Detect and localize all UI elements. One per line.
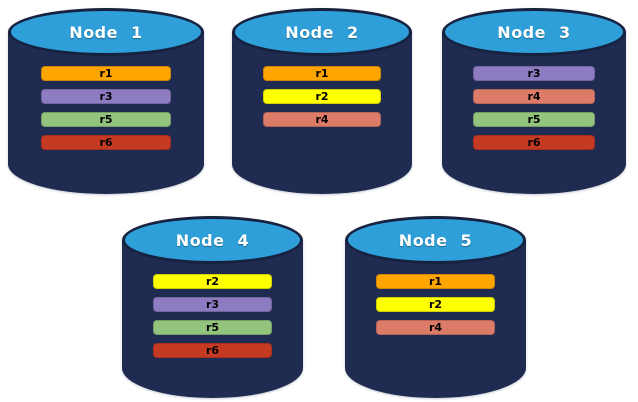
record-bar-r2: r2 bbox=[375, 297, 496, 312]
record-label: r5 bbox=[527, 113, 541, 126]
record-list: r1 r2 r4 bbox=[232, 66, 412, 127]
record-list: r1 r3 r5 r6 bbox=[8, 66, 204, 150]
node-cylinder-1: Node 1 r1 r3 r5 r6 bbox=[8, 8, 204, 194]
record-label: r2 bbox=[315, 90, 329, 103]
cylinder-top-ellipse: Node 1 bbox=[8, 8, 204, 56]
record-list: r1 r2 r4 bbox=[345, 274, 526, 335]
record-bar-r2: r2 bbox=[152, 274, 273, 289]
record-label: r6 bbox=[99, 136, 113, 149]
cylinder-body bbox=[122, 240, 303, 398]
record-bar-r6: r6 bbox=[152, 343, 273, 358]
node-title: Node 5 bbox=[398, 230, 473, 250]
cylinder-top-ellipse: Node 2 bbox=[232, 8, 412, 56]
record-label: r6 bbox=[527, 136, 541, 149]
record-bar-r2: r2 bbox=[262, 89, 382, 104]
record-bar-r6: r6 bbox=[41, 135, 171, 150]
record-label: r5 bbox=[99, 113, 113, 126]
record-list: r2 r3 r5 r6 bbox=[122, 274, 303, 358]
record-bar-r5: r5 bbox=[473, 112, 595, 127]
record-label: r4 bbox=[527, 90, 541, 103]
record-label: r5 bbox=[205, 321, 220, 334]
record-label: r1 bbox=[99, 67, 113, 80]
record-label: r3 bbox=[205, 298, 220, 311]
record-bar-r5: r5 bbox=[152, 320, 273, 335]
cylinder-top-ellipse: Node 4 bbox=[122, 216, 303, 264]
node-cylinder-5: Node 5 r1 r2 r4 bbox=[345, 216, 526, 398]
record-bar-r4: r4 bbox=[375, 320, 496, 335]
node-title: Node 1 bbox=[69, 22, 143, 42]
record-bar-r3: r3 bbox=[41, 89, 171, 104]
record-list: r3 r4 r5 r6 bbox=[442, 66, 626, 150]
node-title: Node 4 bbox=[175, 230, 250, 250]
record-bar-r3: r3 bbox=[152, 297, 273, 312]
record-bar-r6: r6 bbox=[473, 135, 595, 150]
record-bar-r3: r3 bbox=[473, 66, 595, 81]
record-label: r2 bbox=[205, 275, 220, 288]
record-bar-r5: r5 bbox=[41, 112, 171, 127]
record-bar-r1: r1 bbox=[41, 66, 171, 81]
record-bar-r4: r4 bbox=[262, 112, 382, 127]
record-bar-r4: r4 bbox=[473, 89, 595, 104]
record-label: r4 bbox=[315, 113, 329, 126]
node-title: Node 2 bbox=[285, 22, 359, 42]
record-label: r3 bbox=[99, 90, 113, 103]
cylinder-top-ellipse: Node 5 bbox=[345, 216, 526, 264]
record-bar-r1: r1 bbox=[375, 274, 496, 289]
record-label: r1 bbox=[428, 275, 443, 288]
cylinder-body bbox=[345, 240, 526, 398]
node-cylinder-3: Node 3 r3 r4 r5 r6 bbox=[442, 8, 626, 194]
node-title: Node 3 bbox=[497, 22, 571, 42]
record-label: r4 bbox=[428, 321, 443, 334]
node-cylinder-2: Node 2 r1 r2 r4 bbox=[232, 8, 412, 194]
record-label: r1 bbox=[315, 67, 329, 80]
record-label: r6 bbox=[205, 344, 220, 357]
node-cylinder-4: Node 4 r2 r3 r5 r6 bbox=[122, 216, 303, 398]
record-label: r3 bbox=[527, 67, 541, 80]
cylinder-top-ellipse: Node 3 bbox=[442, 8, 626, 56]
record-label: r2 bbox=[428, 298, 443, 311]
record-bar-r1: r1 bbox=[262, 66, 382, 81]
